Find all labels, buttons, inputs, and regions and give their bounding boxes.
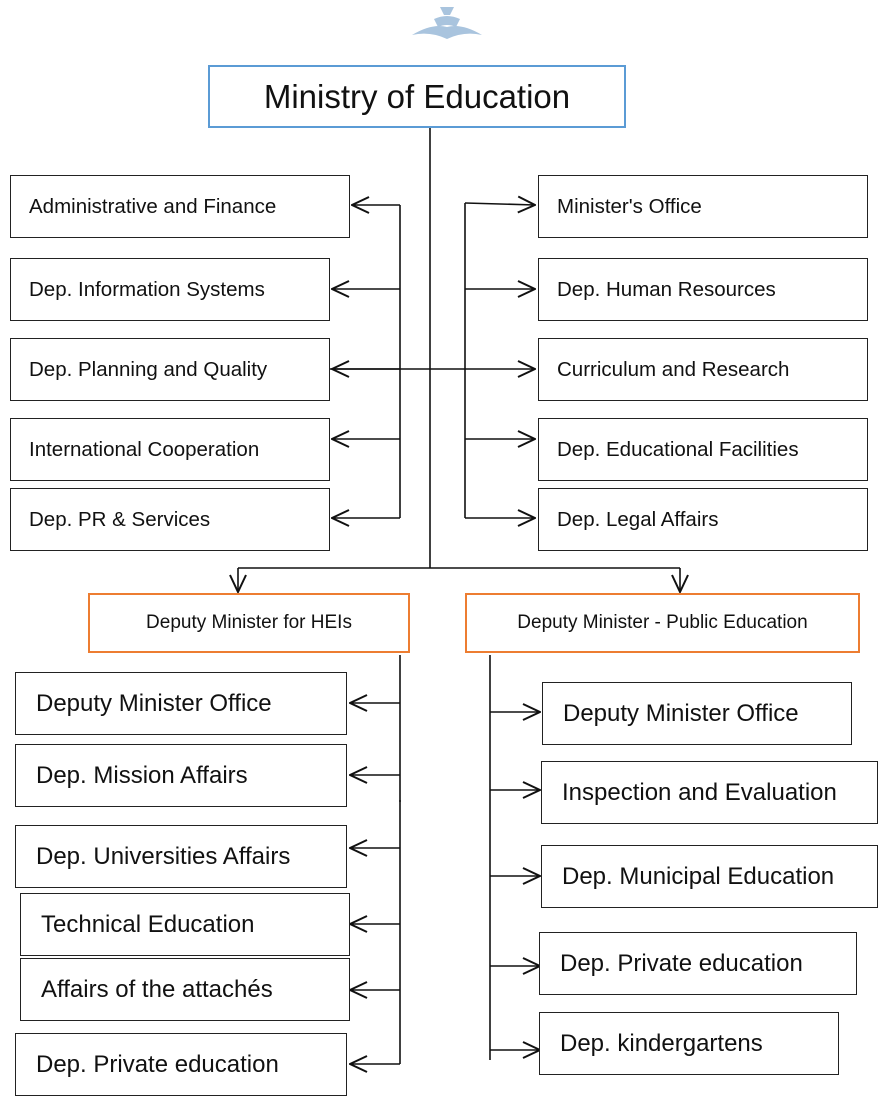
deputy-minister-heis-box: Deputy Minister for HEIs: [88, 593, 410, 653]
ministry-emblem-logo: [412, 7, 482, 39]
dept-human-resources: Dep. Human Resources: [538, 258, 868, 321]
dept-information-systems: Dep. Information Systems: [10, 258, 330, 321]
dept-pr-services: Dep. PR & Services: [10, 488, 330, 551]
dept-ministers-office: Minister's Office: [538, 175, 868, 238]
unit-label: Dep. kindergartens: [560, 1029, 763, 1057]
dept-label: Dep. Information Systems: [29, 277, 265, 301]
unit-label: Inspection and Evaluation: [562, 778, 837, 806]
public-unit-municipal-education: Dep. Municipal Education: [541, 845, 878, 908]
dept-admin-finance: Administrative and Finance: [10, 175, 350, 238]
dept-label: Dep. Educational Facilities: [557, 437, 799, 461]
deputy-minister-public-education-box: Deputy Minister - Public Education: [465, 593, 860, 653]
dept-label: Dep. Human Resources: [557, 277, 776, 301]
dept-educational-facilities: Dep. Educational Facilities: [538, 418, 868, 481]
unit-label: Dep. Private education: [560, 949, 803, 977]
root-ministry-label: Ministry of Education: [263, 77, 571, 115]
dept-label: International Cooperation: [29, 437, 260, 461]
dept-legal-affairs: Dep. Legal Affairs: [538, 488, 868, 551]
unit-label: Dep. Universities Affairs: [36, 842, 291, 870]
unit-label: Affairs of the attachés: [41, 975, 273, 1003]
unit-label: Dep. Private education: [36, 1050, 279, 1078]
unit-label: Technical Education: [41, 910, 255, 938]
public-unit-deputy-office: Deputy Minister Office: [542, 682, 852, 745]
dept-label: Dep. Legal Affairs: [557, 507, 719, 531]
deputy-public-label: Deputy Minister - Public Education: [517, 612, 808, 633]
dept-planning-quality: Dep. Planning and Quality: [10, 338, 330, 401]
root-ministry-box: Ministry of Education: [208, 65, 626, 128]
heis-unit-private-education: Dep. Private education: [15, 1033, 347, 1096]
dept-label: Dep. PR & Services: [29, 507, 211, 531]
deputy-heis-label: Deputy Minister for HEIs: [146, 612, 352, 633]
heis-unit-universities-affairs: Dep. Universities Affairs: [15, 825, 347, 888]
public-unit-inspection-evaluation: Inspection and Evaluation: [541, 761, 878, 824]
unit-label: Deputy Minister Office: [36, 689, 272, 717]
dept-label: Curriculum and Research: [557, 357, 790, 381]
dept-label: Dep. Planning and Quality: [29, 357, 268, 381]
heis-unit-deputy-office: Deputy Minister Office: [15, 672, 347, 735]
unit-label: Deputy Minister Office: [563, 699, 799, 727]
heis-unit-technical-education: Technical Education: [20, 893, 350, 956]
dept-label: Administrative and Finance: [29, 194, 277, 218]
unit-label: Dep. Municipal Education: [562, 862, 835, 890]
dept-label: Minister's Office: [557, 194, 702, 218]
heis-unit-mission-affairs: Dep. Mission Affairs: [15, 744, 347, 807]
dept-curriculum-research: Curriculum and Research: [538, 338, 868, 401]
public-unit-kindergartens: Dep. kindergartens: [539, 1012, 839, 1075]
unit-label: Dep. Mission Affairs: [36, 761, 248, 789]
dept-international-cooperation: International Cooperation: [10, 418, 330, 481]
heis-unit-attaches-affairs: Affairs of the attachés: [20, 958, 350, 1021]
public-unit-private-education: Dep. Private education: [539, 932, 857, 995]
